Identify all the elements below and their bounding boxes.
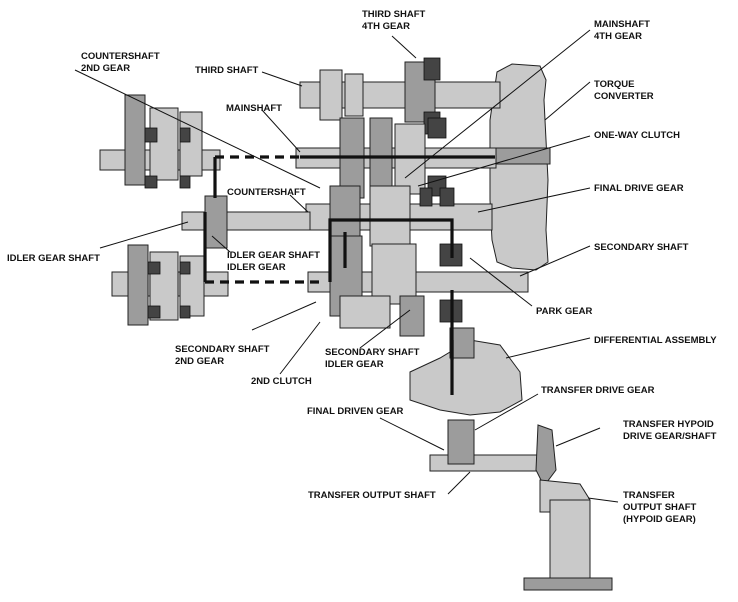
leader-lines	[74, 29, 619, 503]
power-flow-path	[203, 155, 495, 395]
label-third-shaft-4th-gear: THIRD SHAFT 4TH GEAR	[362, 9, 428, 32]
countershaft-assembly	[305, 185, 493, 247]
label-secondary-shaft: SECONDARY SHAFT	[594, 242, 689, 253]
third-shaft-assembly	[299, 57, 501, 135]
label-transfer-output-shaft-hypoid-gear: TRANSFER OUTPUT SHAFT (HYPOID GEAR)	[623, 490, 699, 525]
label-transfer-drive-gear: TRANSFER DRIVE GEAR	[541, 385, 655, 396]
label-differential-assembly: DIFFERENTIAL ASSEMBLY	[594, 335, 717, 346]
label-idler-gear-shaft: IDLER GEAR SHAFT	[7, 253, 100, 264]
transfer-output-shaft-hypoid	[523, 499, 613, 591]
label-park-gear: PARK GEAR	[536, 306, 592, 317]
label-final-drive-gear: FINAL DRIVE GEAR	[594, 183, 684, 194]
torque-converter	[489, 63, 551, 271]
idler-gear-shaft-assembly	[181, 195, 311, 249]
label-torque-converter: TORQUE CONVERTER	[594, 79, 654, 102]
label-transfer-output-shaft: TRANSFER OUTPUT SHAFT	[308, 490, 436, 501]
label-countershaft-2nd-gear: COUNTERSHAFT 2ND GEAR	[81, 51, 162, 74]
label-mainshaft-4th-gear: MAINSHAFT 4TH GEAR	[594, 19, 653, 42]
label-secondary-shaft-idler-gear: SECONDARY SHAFT IDLER GEAR	[325, 347, 422, 370]
transfer-assembly	[429, 419, 591, 513]
left-countershaft-2nd-gear-stack	[99, 94, 221, 189]
label-transfer-hypoid-drive-gear-shaft: TRANSFER HYPOID DRIVE GEAR/SHAFT	[623, 419, 717, 442]
label-mainshaft: MAINSHAFT	[226, 103, 282, 114]
label-idler-gear-shaft-idler-gear: IDLER GEAR SHAFT IDLER GEAR	[227, 250, 323, 273]
differential-assembly-body	[409, 327, 523, 416]
label-2nd-clutch: 2ND CLUTCH	[251, 376, 312, 387]
label-third-shaft: THIRD SHAFT	[195, 65, 259, 76]
label-one-way-clutch: ONE-WAY CLUTCH	[594, 130, 680, 141]
label-secondary-shaft-2nd-gear: SECONDARY SHAFT 2ND GEAR	[175, 344, 272, 367]
label-countershaft: COUNTERSHAFT	[227, 187, 306, 198]
label-final-driven-gear: FINAL DRIVEN GEAR	[307, 406, 404, 417]
left-secondary-shaft-2nd-gear-stack	[111, 244, 229, 326]
